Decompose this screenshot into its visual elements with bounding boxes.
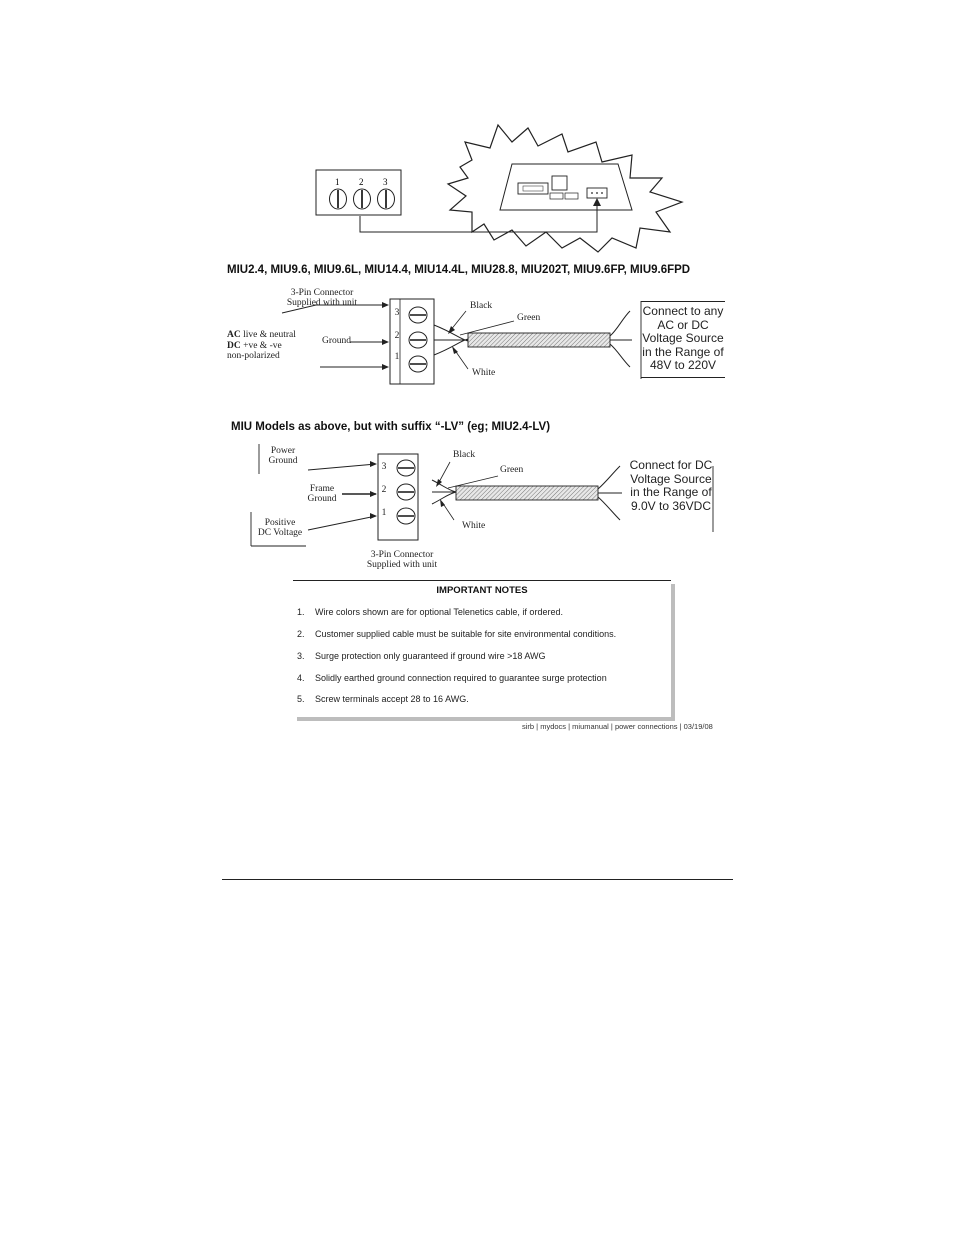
terminal-number-2: 2 <box>359 177 364 187</box>
section1-ground-label: Ground <box>322 336 352 346</box>
section2-wire-green: Green <box>500 465 524 475</box>
note-item-5: 5.Screw terminals accept 28 to 16 AWG. <box>297 694 469 704</box>
connection-line <box>359 204 598 233</box>
top-figure: 1 2 3 <box>315 123 684 253</box>
section2-source-note: Connect for DC Voltage Source in the Ran… <box>629 458 713 513</box>
section1-note-rule-bottom <box>641 377 725 378</box>
note-item-1: 1.Wire colors shown are for optional Tel… <box>297 607 563 617</box>
section1-wire-black: Black <box>470 301 493 311</box>
document-reference: sirb | mydocs | miumanual | power connec… <box>522 722 713 731</box>
note-item-4: 4.Solidly earthed ground connection requ… <box>297 673 607 683</box>
terminal-number-1: 1 <box>335 177 340 187</box>
section2-positive-dc: Positive DC Voltage <box>257 518 303 538</box>
terminal-number-3: 3 <box>383 177 388 187</box>
section1-caption: MIU2.4, MIU9.6, MIU9.6L, MIU14.4, MIU14.… <box>227 264 691 276</box>
section1-connector-label: 3-Pin Connector Supplied with unit <box>286 288 358 308</box>
section2-caption: MIU Models as above, but with suffix “-L… <box>231 421 551 433</box>
note-item-2: 2.Customer supplied cable must be suitab… <box>297 629 617 639</box>
cable-jacket <box>455 485 599 501</box>
section1-pin-1: 1 <box>394 352 400 362</box>
section2-power-ground: Power Ground <box>268 446 298 466</box>
section2-pin-1: 1 <box>381 508 387 518</box>
section2-frame-ground: Frame Ground <box>307 484 337 504</box>
note-item-3: 3.Surge protection only guaranteed if gr… <box>297 651 546 661</box>
section1-wire-white: White <box>472 368 496 378</box>
section1-pin-3: 3 <box>394 308 400 318</box>
section2-pin-2: 2 <box>381 485 387 495</box>
page-footer-rule <box>222 879 733 880</box>
cable-jacket <box>467 332 611 348</box>
section1-wire-green: Green <box>517 313 541 323</box>
connector-screws <box>408 306 428 373</box>
db-port-icon <box>517 182 549 195</box>
device-module-icon <box>551 175 568 191</box>
section2-pin-3: 3 <box>381 462 387 472</box>
important-notes-title: IMPORTANT NOTES <box>436 585 528 596</box>
section1-diagram <box>281 298 642 385</box>
section1-ac-dc-label: AC live & neutral DC +ve & -ve non-polar… <box>227 330 296 361</box>
section2-connector-label: 3-Pin Connector Supplied with unit <box>366 550 438 570</box>
section2-wire-white: White <box>462 521 486 531</box>
terminal-screws <box>329 188 395 210</box>
important-notes-panel: IMPORTANT NOTES 1.Wire colors shown are … <box>293 580 671 717</box>
section2-diagram <box>250 444 714 547</box>
section1-pin-2: 2 <box>394 331 400 341</box>
connector-screws <box>396 459 416 525</box>
section1-note-rule-top <box>641 301 725 302</box>
section2-wire-black: Black <box>453 450 476 460</box>
section1-source-note: Connect to any AC or DC Voltage Source i… <box>642 304 724 372</box>
